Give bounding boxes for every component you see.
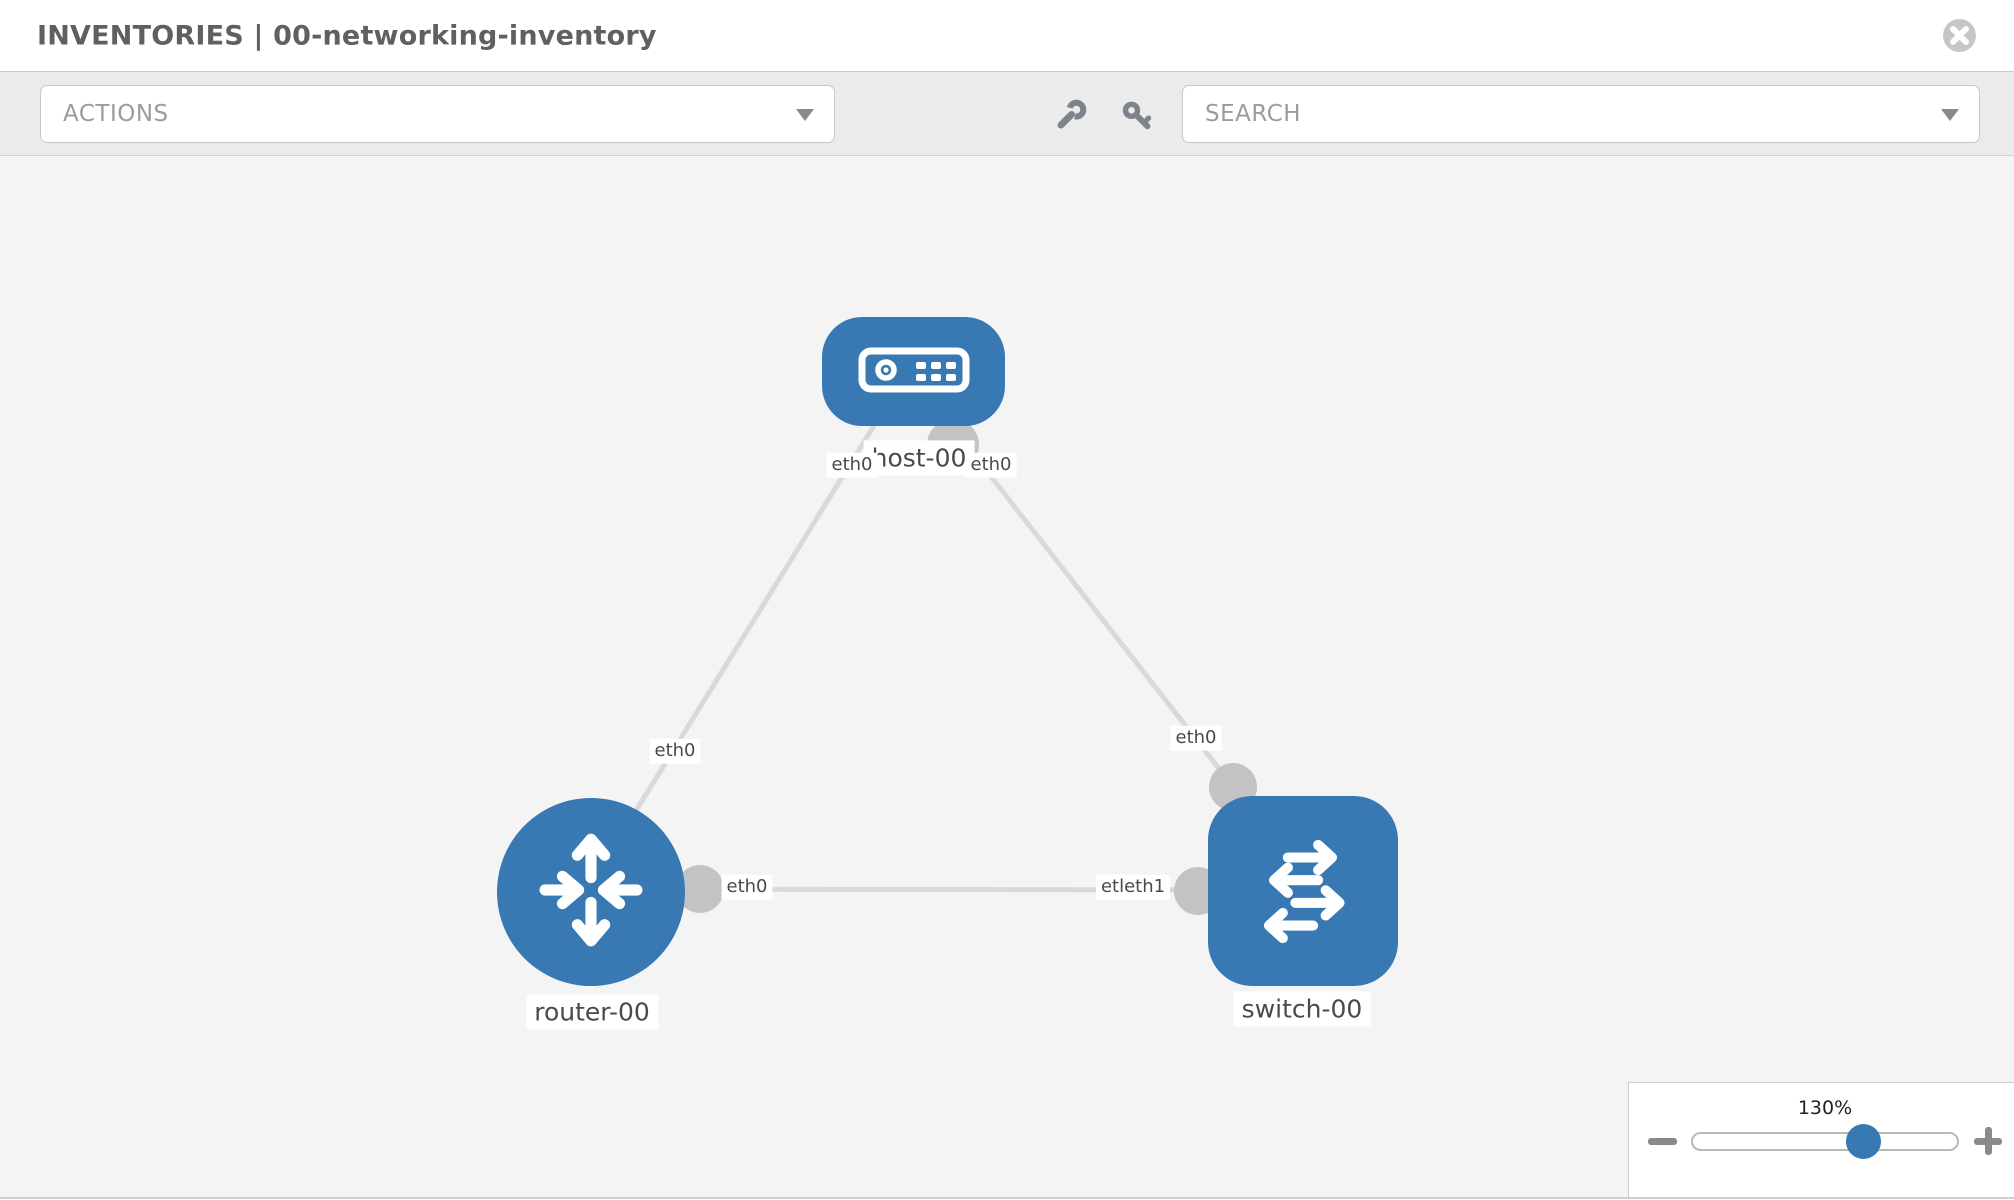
chevron-down-icon xyxy=(796,109,814,121)
node-router-00[interactable] xyxy=(497,798,685,986)
router-icon xyxy=(529,828,653,956)
interface-label-switch-eth0-up: eth0 xyxy=(1170,725,1222,751)
key-icon[interactable] xyxy=(1118,98,1154,134)
actions-dropdown-label: ACTIONS xyxy=(63,101,169,127)
edge-host-switch[interactable] xyxy=(948,422,1258,818)
node-switch-00[interactable] xyxy=(1208,796,1398,986)
search-placeholder: SEARCH xyxy=(1205,101,1302,127)
zoom-level-value: 130% xyxy=(1797,1097,1853,1119)
interface-label-switch-eth1-mid: etleth1 xyxy=(1095,874,1171,900)
zoom-out-button[interactable] xyxy=(1648,1138,1677,1145)
port-router-eth0 xyxy=(676,865,724,913)
close-icon[interactable] xyxy=(1942,18,1977,53)
node-host-00[interactable] xyxy=(822,317,1005,426)
interface-label-router-eth0-mid: eth0 xyxy=(721,874,773,900)
search-input[interactable]: SEARCH xyxy=(1182,85,1980,143)
chevron-down-icon xyxy=(1941,109,1959,121)
actions-dropdown[interactable]: ACTIONS xyxy=(40,85,835,143)
toolbar: ACTIONS SEARCH xyxy=(0,72,2014,156)
server-icon xyxy=(854,335,974,409)
zoom-slider-track[interactable] xyxy=(1691,1132,1959,1151)
interface-label-router-eth0-up: eth0 xyxy=(649,738,701,764)
node-label-router-00: router-00 xyxy=(526,994,658,1030)
zoom-control-panel: 130% xyxy=(1628,1082,2014,1197)
edge-host-router[interactable] xyxy=(605,422,878,858)
header: INVENTORIES | 00-networking-inventory xyxy=(0,0,2014,72)
switch-icon xyxy=(1240,826,1366,956)
zoom-slider-handle[interactable] xyxy=(1846,1124,1881,1159)
plus-icon xyxy=(1984,1127,1992,1155)
zoom-in-button[interactable] xyxy=(1974,1127,2002,1155)
page-title: INVENTORIES | 00-networking-inventory xyxy=(37,20,657,51)
interface-label-host-eth0-right: eth0 xyxy=(965,452,1017,478)
node-label-host-00: host-00 xyxy=(863,440,975,476)
node-label-switch-00: switch-00 xyxy=(1233,991,1371,1027)
interface-label-host-eth0-left: eth0 xyxy=(826,452,878,478)
wrench-icon[interactable] xyxy=(1052,98,1088,134)
topology-canvas[interactable]: host-00 router-00 switch-00 eth0 eth0 et… xyxy=(0,156,2014,1199)
graph-edges-layer xyxy=(605,419,1261,915)
